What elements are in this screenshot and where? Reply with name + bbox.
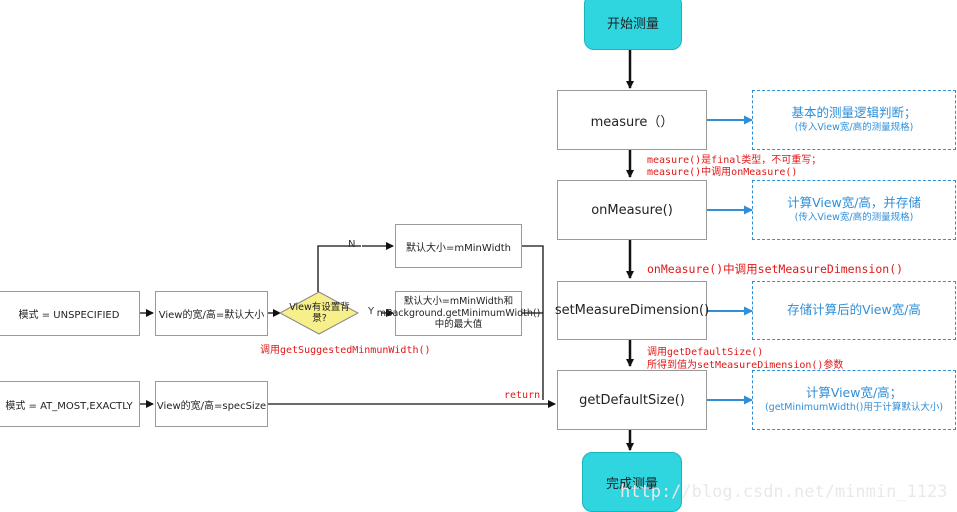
note-onmeasure: 计算View宽/高，并存储 (传入View宽/高的测量规格) xyxy=(752,180,956,240)
annotation-measure-calls: measure()中调用onMeasure() xyxy=(647,167,798,178)
note-measure-sub: (传入View宽/高的测量规格) xyxy=(794,122,914,134)
mode-atmost-box: 模式 = AT_MOST,EXACTLY xyxy=(0,381,140,427)
measure-label: measure（） xyxy=(590,114,674,130)
no-label: N xyxy=(348,239,356,250)
setmeasuredimension-step: setMeasureDimension() xyxy=(554,281,710,340)
mode-unspecified-box: 模式 = UNSPECIFIED xyxy=(0,291,140,336)
default-min-label: 默认大小=mMinWidth xyxy=(406,242,511,254)
decision-diamond xyxy=(278,291,360,335)
annotation-measure-final: measure()是final类型，不可重写； xyxy=(647,155,822,166)
default-max-box: 默认大小=mMinWidth和mBackground.getMinimumWid… xyxy=(377,291,540,336)
yes-label: Y xyxy=(368,306,375,317)
note-getdefaultsize: 计算View宽/高； (getMinimumWidth()用于计算默认大小) xyxy=(752,370,956,430)
annotation-return: return xyxy=(504,390,541,401)
note-measure-title: 基本的测量逻辑判断； xyxy=(791,105,917,121)
note-measure: 基本的测量逻辑判断； (传入View宽/高的测量规格) xyxy=(752,90,956,150)
note-setmeasuredimension-title: 存储计算后的View宽/高 xyxy=(787,302,921,318)
annotation-call-suggested: 调用getSuggestedMinmunWidth() xyxy=(260,345,431,356)
start-terminal: 开始测量 xyxy=(584,0,682,50)
arrow-decision-no xyxy=(317,245,361,292)
note-getdefaultsize-sub: (getMinimumWidth()用于计算默认大小) xyxy=(764,402,944,414)
line-min-return xyxy=(522,245,544,400)
note-getdefaultsize-title: 计算View宽/高； xyxy=(805,385,903,401)
setmeasuredimension-label: setMeasureDimension() xyxy=(554,303,710,318)
end-label: 完成测量 xyxy=(605,476,658,492)
start-label: 开始测量 xyxy=(606,16,659,32)
note-setmeasuredimension: 存储计算后的View宽/高 xyxy=(752,281,956,340)
note-onmeasure-title: 计算View宽/高，并存储 xyxy=(787,195,921,211)
mode-atmost-label: 模式 = AT_MOST,EXACTLY xyxy=(5,400,133,412)
annotation-result-param: 所得到值为setMeasureDimension()参数 xyxy=(647,360,844,371)
default-max-label: 默认大小=mMinWidth和mBackground.getMinimumWid… xyxy=(376,295,541,331)
view-spec-box: View的宽/高=specSize xyxy=(155,381,268,427)
onmeasure-step: onMeasure() xyxy=(557,180,707,240)
decision-label: View有设置背景? xyxy=(289,301,350,324)
default-min-box: 默认大小=mMinWidth xyxy=(395,224,522,268)
watermark: http://blog.csdn.net/minmin_1123 xyxy=(620,482,948,502)
annotation-onmeasure-calls: onMeasure()中调用setMeasureDimension() xyxy=(647,262,904,276)
view-default-label: View的宽/高=默认大小 xyxy=(158,310,265,321)
measure-step: measure（） xyxy=(557,90,707,150)
decision-text: View有设置背景? xyxy=(282,300,357,326)
getdefaultsize-step: getDefaultSize() xyxy=(557,370,707,430)
note-onmeasure-sub: (传入View宽/高的测量规格) xyxy=(794,212,914,224)
annotation-call-getdefault: 调用getDefaultSize() xyxy=(647,347,764,358)
view-default-box: View的宽/高=默认大小 xyxy=(155,291,268,336)
getdefaultsize-label: getDefaultSize() xyxy=(579,392,685,408)
onmeasure-label: onMeasure() xyxy=(591,202,673,218)
mode-unspecified-label: 模式 = UNSPECIFIED xyxy=(18,310,120,321)
view-spec-label: View的宽/高=specSize xyxy=(156,400,267,412)
